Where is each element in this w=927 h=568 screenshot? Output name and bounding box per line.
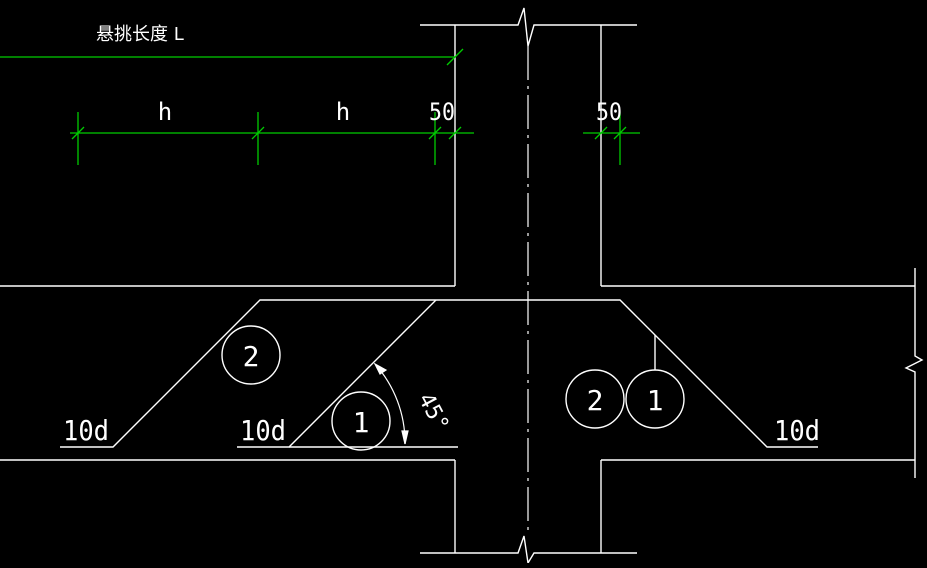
column-outline	[420, 7, 637, 566]
h-h-50-dimension-chain	[70, 112, 474, 165]
h-chain-tick-2	[251, 126, 265, 140]
anchor-label-left-inner: 10d	[240, 414, 286, 447]
bar-marker-1-right-label: 1	[647, 384, 664, 417]
angle-arc	[374, 363, 406, 445]
dim-label-50-right: 50	[596, 98, 622, 126]
angle-arrow-top	[373, 362, 388, 375]
bar-marker-2-right-circle	[565, 369, 625, 429]
angle-arrow-bottom	[401, 430, 409, 445]
h-chain-tick-1	[71, 126, 85, 140]
anchor-label-right: 10d	[774, 414, 820, 447]
bar-marker-2-left-circle	[221, 325, 281, 385]
right-50-tick-2	[613, 126, 627, 140]
column-top-break-line	[420, 7, 637, 47]
bar-marker-1-center-label: 1	[353, 406, 370, 439]
bar-marker-2-left-label: 2	[243, 340, 260, 373]
h-chain-tick-4	[448, 126, 462, 140]
dim-label-h-right: h	[336, 98, 350, 126]
angle-label: 45°	[413, 389, 454, 436]
cantilever-length-dimension	[0, 48, 464, 66]
cantilever-length-tick	[446, 48, 464, 66]
dim-label-50-left: 50	[429, 98, 455, 126]
rebar-2-bent-bar	[60, 299, 818, 448]
h-chain-tick-3	[428, 126, 442, 140]
angle-indicator	[373, 362, 409, 445]
dim-label-h-left: h	[158, 98, 172, 126]
cantilever-length-label: 悬挑长度 L	[96, 24, 184, 45]
beam-outline	[0, 268, 924, 478]
column-bottom-break-line	[420, 535, 637, 566]
beam-right-break-line	[904, 268, 924, 478]
right-50-tick-1	[594, 126, 608, 140]
bar-marker-1-right-circle	[625, 369, 685, 429]
bar-marker-1-center: 1	[331, 391, 391, 451]
bar-marker-2-right-label: 2	[587, 384, 604, 417]
bar-marker-2-left: 2	[221, 325, 281, 385]
bar-marker-1-center-circle	[331, 391, 391, 451]
right-50-dimension	[583, 112, 640, 165]
anchor-label-left-outer: 10d	[63, 414, 109, 447]
bar-marker-1-right: 1	[625, 335, 685, 429]
bar-marker-2-right: 2	[565, 369, 625, 429]
